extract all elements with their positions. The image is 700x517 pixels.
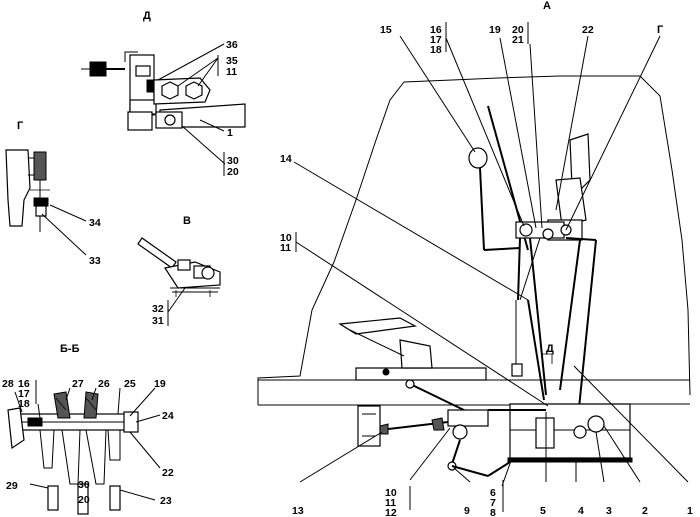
label-bb-19: 19 — [154, 378, 166, 390]
view-a-gearbox-housing — [509, 403, 631, 459]
label-d-1: 1 — [227, 127, 233, 139]
label-a-16: 16 — [430, 24, 442, 36]
label-a-22: 22 — [582, 24, 594, 36]
label-g-33: 33 — [89, 255, 101, 267]
label-bb-25: 25 — [124, 378, 136, 390]
section-bb-title: Б-Б — [60, 343, 80, 355]
label-a-4: 4 — [578, 505, 584, 517]
view-v-lever — [137, 237, 177, 269]
label-a-6: 6 — [490, 487, 496, 499]
label-a-18: 18 — [430, 44, 442, 56]
label-a-15: 15 — [380, 24, 392, 36]
label-bb-18: 18 — [18, 398, 30, 410]
label-a-3: 3 — [606, 505, 612, 517]
section-bb-lever-26 — [83, 391, 99, 419]
view-a-floor-panel — [355, 367, 487, 381]
label-bb-27: 27 — [72, 378, 84, 390]
view-d-detail: Д 36 35 11 1 30 20 — [81, 10, 246, 178]
label-a-1: 1 — [687, 505, 693, 517]
section-bb-rod-30 — [77, 483, 89, 515]
view-d-nut-2 — [185, 81, 203, 100]
label-a-9: 9 — [464, 505, 470, 517]
label-bb-26: 26 — [98, 378, 110, 390]
label-a-11: 11 — [280, 242, 291, 254]
label-bb-23: 23 — [160, 495, 172, 507]
label-bb-17: 17 — [18, 388, 30, 400]
label-g-34: 34 — [89, 217, 101, 229]
label-a-11b: 11 — [385, 497, 396, 509]
label-a-17: 17 — [430, 34, 442, 46]
view-d-nut-1 — [161, 81, 179, 100]
view-a-assembly: А — [257, 0, 693, 517]
section-bb-rod-29 — [47, 485, 59, 511]
label-a-19: 19 — [489, 24, 501, 36]
view-a-d-marker: Д — [546, 343, 554, 355]
view-a-cab-outline — [257, 75, 691, 405]
view-a-rod-vertical — [577, 239, 597, 419]
label-a-14: 14 — [280, 153, 292, 165]
label-a-10b: 10 — [385, 487, 397, 499]
label-a-7: 7 — [490, 497, 496, 509]
view-a-title: А — [543, 0, 551, 12]
section-bb-detail: Б-Б 28 16 17 18 27 — [2, 343, 174, 515]
label-a-20: 20 — [512, 24, 524, 36]
label-bb-30: 30 — [78, 479, 90, 491]
label-bb-28: 28 — [2, 378, 14, 390]
view-g-detail: Г 34 33 — [5, 120, 101, 267]
label-a-21: 21 — [512, 34, 524, 46]
section-bb-end-cap — [7, 407, 25, 450]
view-v-detail: В 32 31 — [137, 215, 221, 327]
label-a-8: 8 — [490, 507, 496, 517]
view-g-housing — [5, 149, 31, 227]
label-d-11: 11 — [226, 66, 237, 78]
label-d-36: 36 — [226, 39, 238, 51]
view-g-switch — [33, 151, 47, 181]
label-a-12b: 12 — [385, 507, 397, 517]
label-d-35: 35 — [226, 55, 238, 67]
view-v-title: В — [183, 215, 191, 227]
label-v-31: 31 — [152, 315, 164, 327]
label-bb-20: 20 — [78, 494, 90, 506]
label-a-5: 5 — [540, 505, 546, 517]
label-bb-24: 24 — [162, 410, 174, 422]
label-a-13: 13 — [292, 505, 304, 517]
label-bb-29: 29 — [6, 480, 18, 492]
view-g-title: Г — [17, 120, 24, 132]
label-bb-16: 16 — [18, 378, 30, 390]
label-v-32: 32 — [152, 303, 164, 315]
label-bb-22: 22 — [162, 467, 174, 479]
label-a-2: 2 — [642, 505, 648, 517]
label-d-30: 30 — [227, 155, 239, 167]
label-a-g: Г — [657, 24, 664, 36]
view-d-title: Д — [143, 10, 151, 22]
view-d-bolt-left — [89, 61, 107, 77]
label-d-20: 20 — [227, 166, 239, 178]
section-bb-rod-23 — [109, 485, 121, 511]
view-a-pedal — [338, 317, 417, 335]
label-a-10: 10 — [280, 232, 292, 244]
